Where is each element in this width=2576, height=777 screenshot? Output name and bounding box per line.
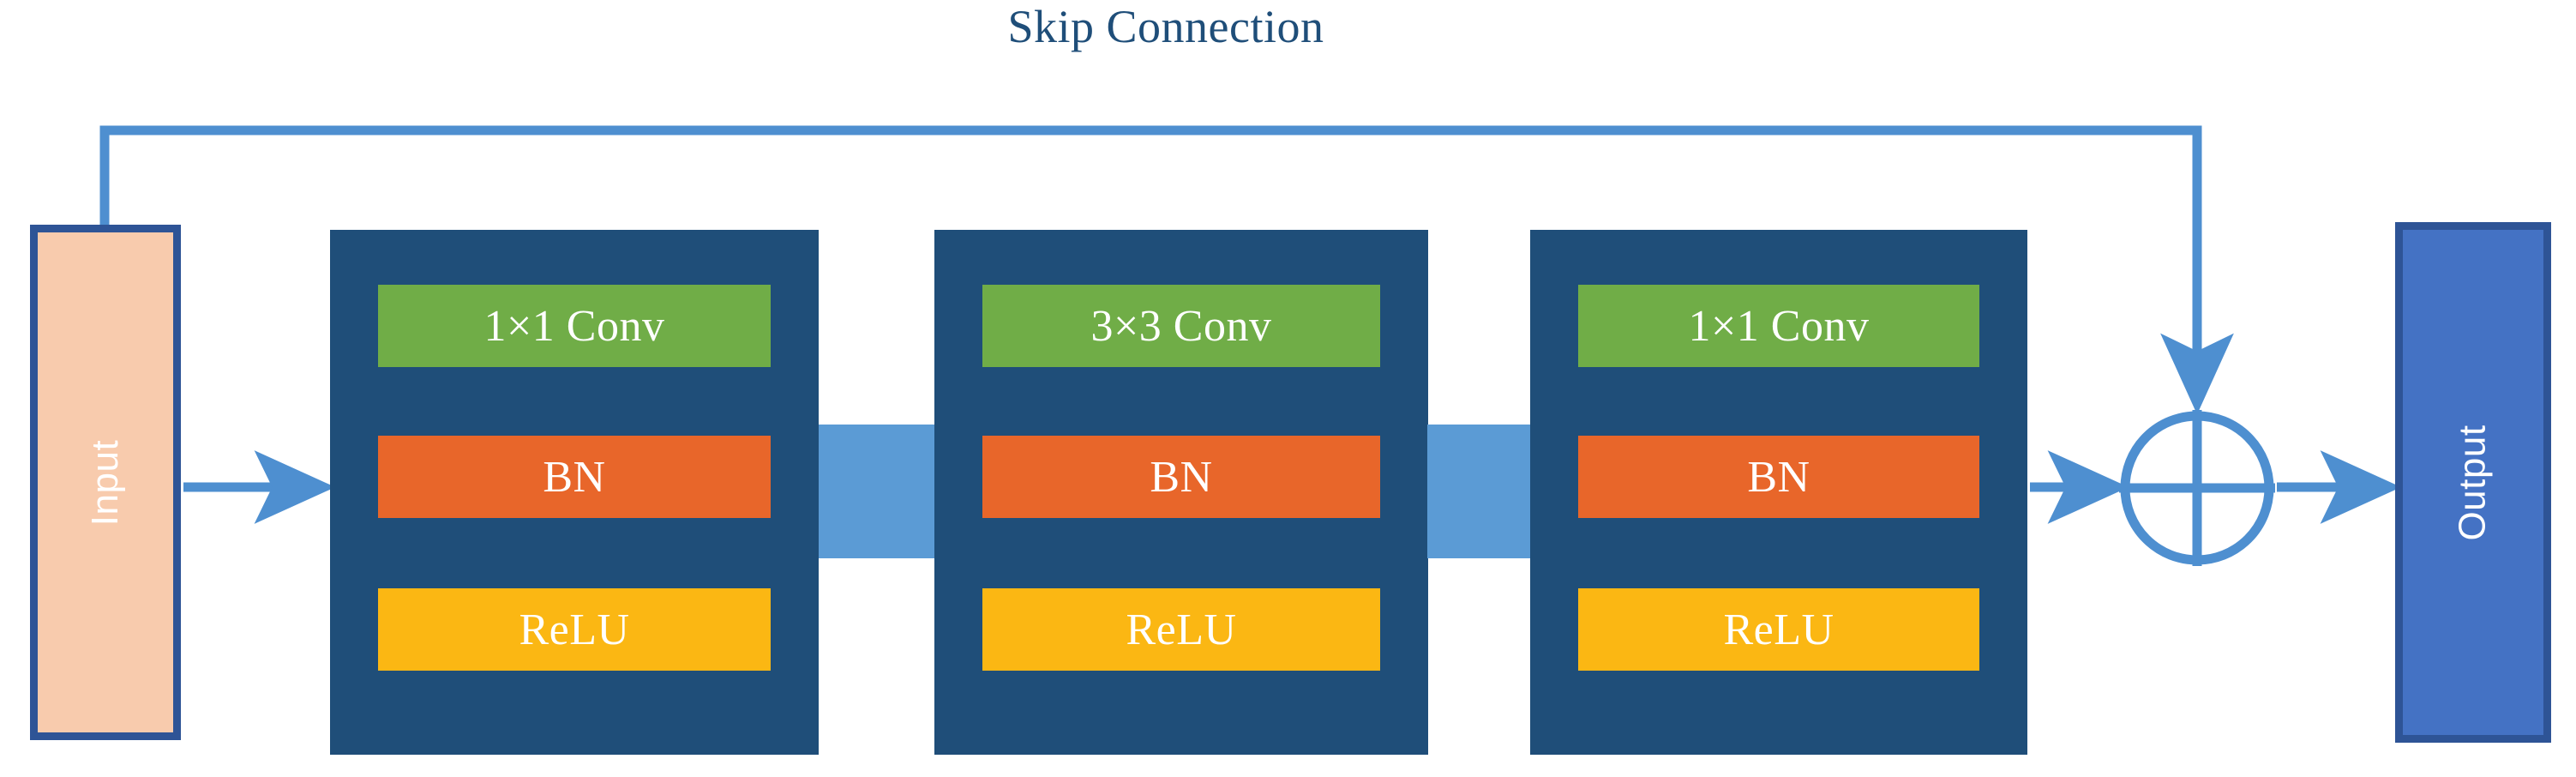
stage-2-relu-layer[interactable]: ReLU	[982, 588, 1380, 671]
stage-3-bn-layer[interactable]: BN	[1578, 436, 1979, 518]
connector-stage-1-to-2	[819, 425, 935, 558]
residual-stage-1[interactable]: 1×1 Conv BN ReLU	[330, 230, 819, 755]
input-box[interactable]: Input	[30, 225, 181, 740]
output-label: Output	[2452, 424, 2494, 541]
stage-2-conv-layer[interactable]: 3×3 Conv	[982, 285, 1380, 367]
residual-stage-3[interactable]: 1×1 Conv BN ReLU	[1530, 230, 2027, 755]
stage-1-bn-layer[interactable]: BN	[378, 436, 771, 518]
stage-2-bn-layer[interactable]: BN	[982, 436, 1380, 518]
stage-3-conv-layer[interactable]: 1×1 Conv	[1578, 285, 1979, 367]
connector-stage-2-to-3	[1427, 425, 1531, 558]
diagram-title: Skip Connection	[1007, 1, 1324, 52]
output-box[interactable]: Output	[2395, 222, 2551, 743]
plus-circle-icon	[2119, 410, 2275, 566]
stage-1-conv-layer[interactable]: 1×1 Conv	[378, 285, 771, 367]
stage-1-relu-layer[interactable]: ReLU	[378, 588, 771, 671]
input-label: Input	[84, 439, 126, 526]
stage-3-relu-layer[interactable]: ReLU	[1578, 588, 1979, 671]
residual-stage-2[interactable]: 3×3 Conv BN ReLU	[934, 230, 1428, 755]
